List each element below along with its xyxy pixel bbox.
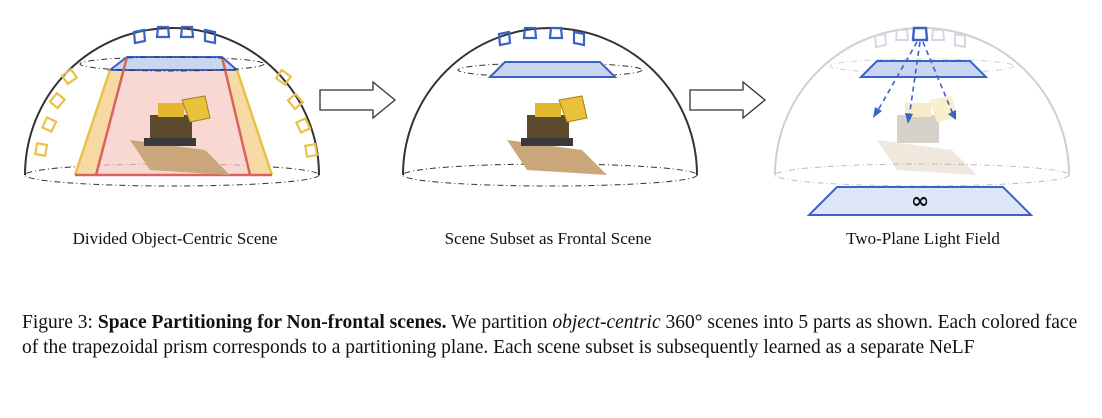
caption-text-1: We partition (446, 312, 553, 333)
faded-camera-icons (873, 29, 966, 49)
infinity-symbol: ∞ (911, 189, 929, 214)
light-rays (876, 41, 954, 119)
bulldozer-object (507, 95, 607, 175)
arrow-right-icon-2 (689, 80, 767, 120)
panel-two-plane-light-field: ∞ Two-Plane Light Field (765, 0, 1095, 280)
caption-emphasis: object-centric (552, 312, 661, 333)
prism-top-face (107, 56, 240, 71)
bulldozer-object (130, 95, 230, 175)
blue-camera-icons (497, 26, 586, 47)
caption-text-2: 360° scenes into 5 parts as shown. Each … (22, 312, 1078, 358)
panel-label-1: Divided Object-Centric Scene (72, 229, 278, 248)
dome-arc (24, 27, 320, 176)
arrow-right-icon (319, 80, 397, 120)
figure-caption: Figure 3: Space Partitioning for Non-fro… (22, 310, 1082, 360)
panel-label-2: Scene Subset as Frontal Scene (444, 229, 652, 248)
figure-3: Divided Object-Centric Scene (0, 0, 1095, 280)
yellow-camera-icons (33, 67, 319, 159)
panel-label-3: Two-Plane Light Field (846, 229, 1000, 248)
panel-divided-object-centric-scene: Divided Object-Centric Scene (0, 0, 330, 280)
infinity-plane (806, 186, 1034, 216)
panel-scene-subset-frontal: Scene Subset as Frontal Scene (395, 0, 715, 280)
ray-arrowheads (873, 107, 956, 124)
caption-title: Space Partitioning for Non-frontal scene… (97, 312, 447, 333)
frontal-scene-illustration (402, 26, 698, 187)
faded-bulldozer-object (877, 96, 977, 175)
divided-scene-illustration (24, 25, 320, 187)
prism-left-face (75, 57, 127, 175)
prism-right-face (222, 57, 272, 175)
top-light-plane (858, 60, 989, 78)
blue-camera-icons (132, 25, 217, 45)
caption-prefix: Figure 3: (22, 312, 98, 333)
active-camera-icon (911, 26, 929, 42)
frontal-plane (487, 61, 618, 78)
light-field-illustration: ∞ (774, 26, 1070, 216)
